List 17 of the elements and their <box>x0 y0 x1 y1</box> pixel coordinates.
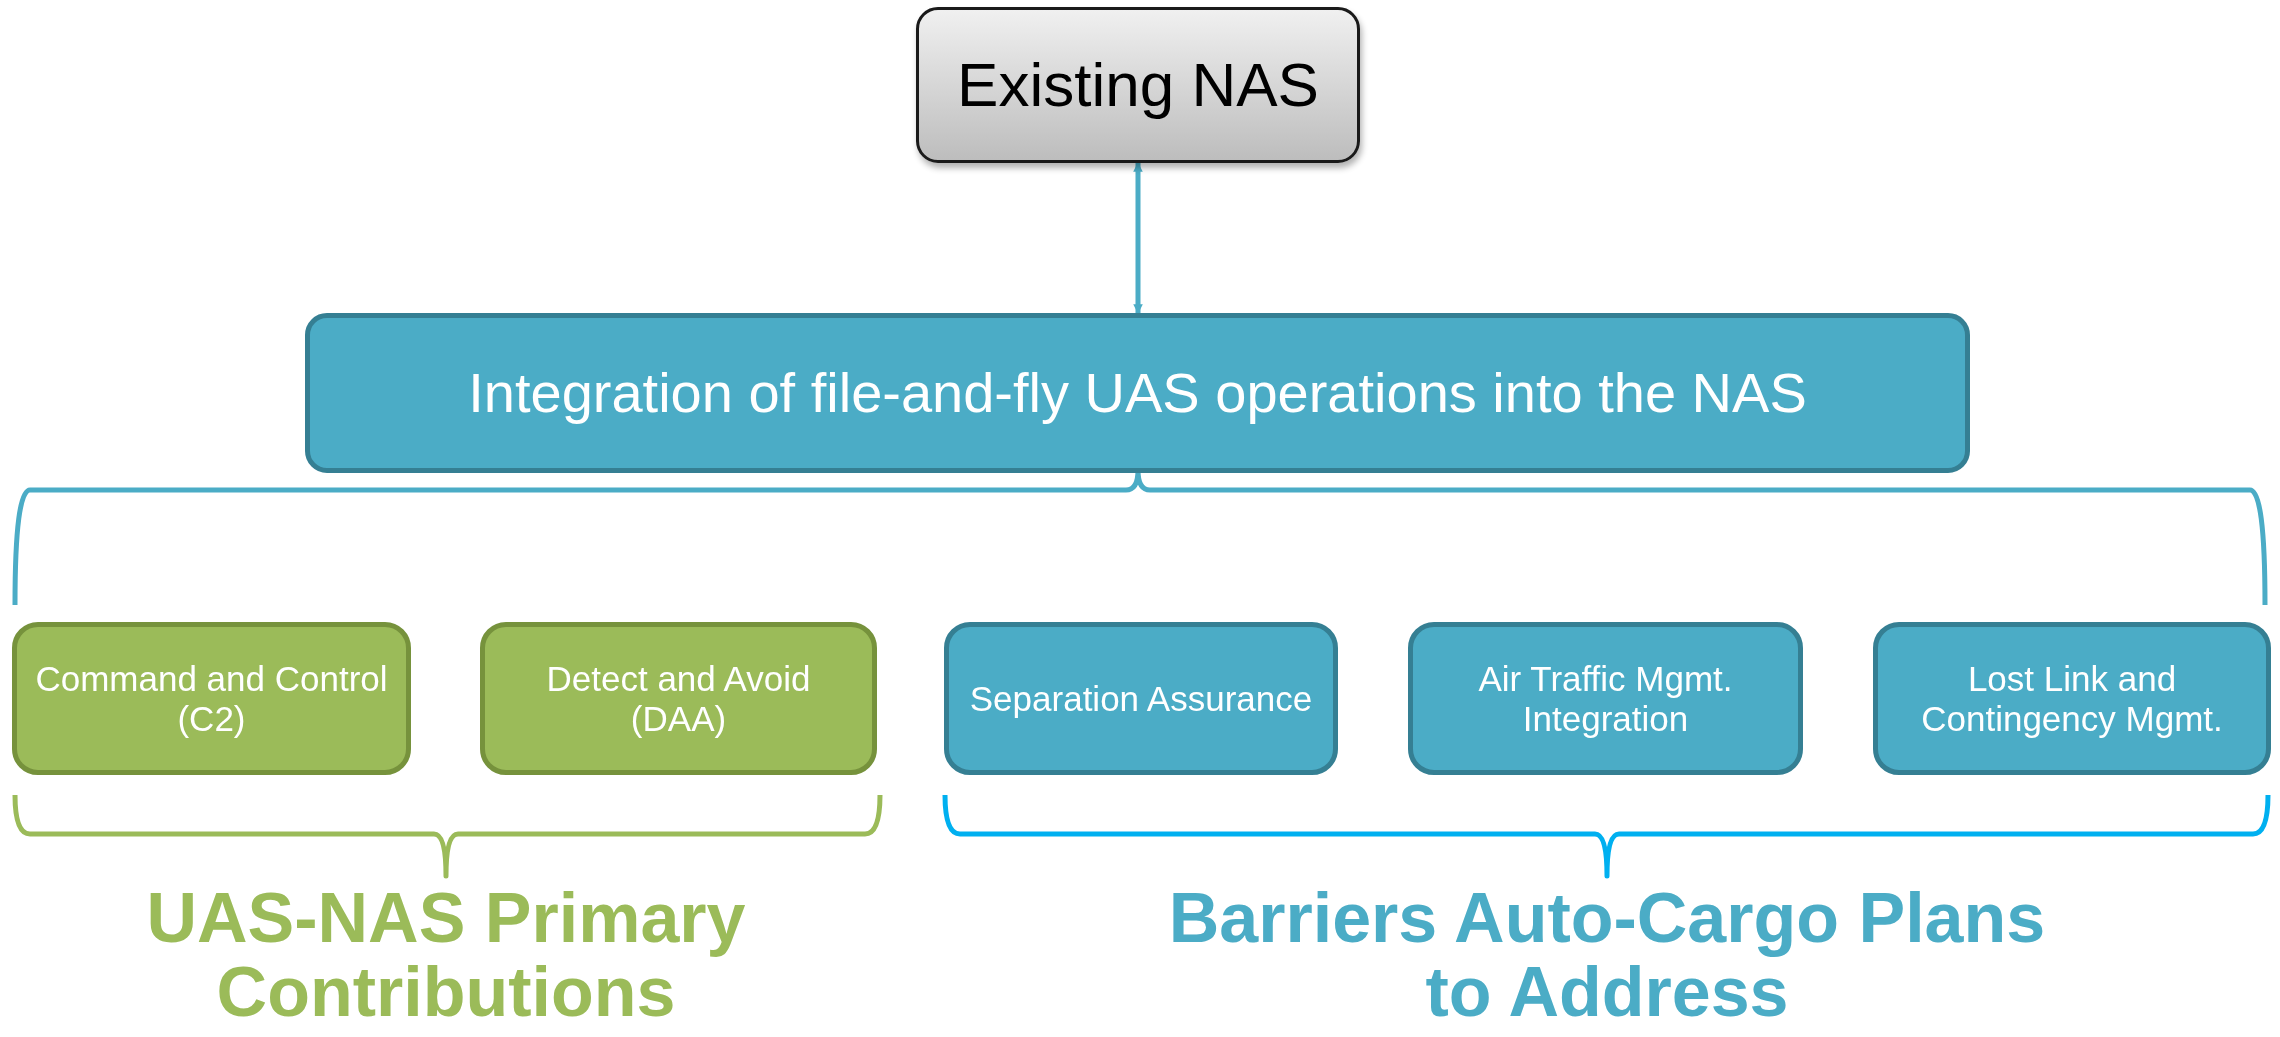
double-arrow <box>1133 162 1143 314</box>
box-label: Integration of file-and-fly UAS operations into the NAS <box>468 361 1807 425</box>
process-box <box>480 622 877 775</box>
group-heading: Barriers Auto-Cargo Plans to Address <box>1167 882 2047 1029</box>
process-box <box>944 622 1338 775</box>
process-box <box>916 7 1360 163</box>
box-label: Lost Link and Contingency Mgmt. <box>1920 659 2224 738</box>
process-box <box>305 313 1970 473</box>
box-label: Air Traffic Mgmt. Integration <box>1477 659 1734 738</box>
group-heading: UAS-NAS Primary Contributions <box>145 882 747 1029</box>
box-label: Existing NAS <box>957 50 1319 120</box>
box-label: Separation Assurance <box>969 678 1313 719</box>
process-box <box>1408 622 1803 775</box>
box-label: Detect and Avoid (DAA) <box>545 659 812 738</box>
box-label: Command and Control (C2) <box>34 659 389 738</box>
process-box <box>12 622 411 775</box>
process-box <box>1873 622 2271 775</box>
